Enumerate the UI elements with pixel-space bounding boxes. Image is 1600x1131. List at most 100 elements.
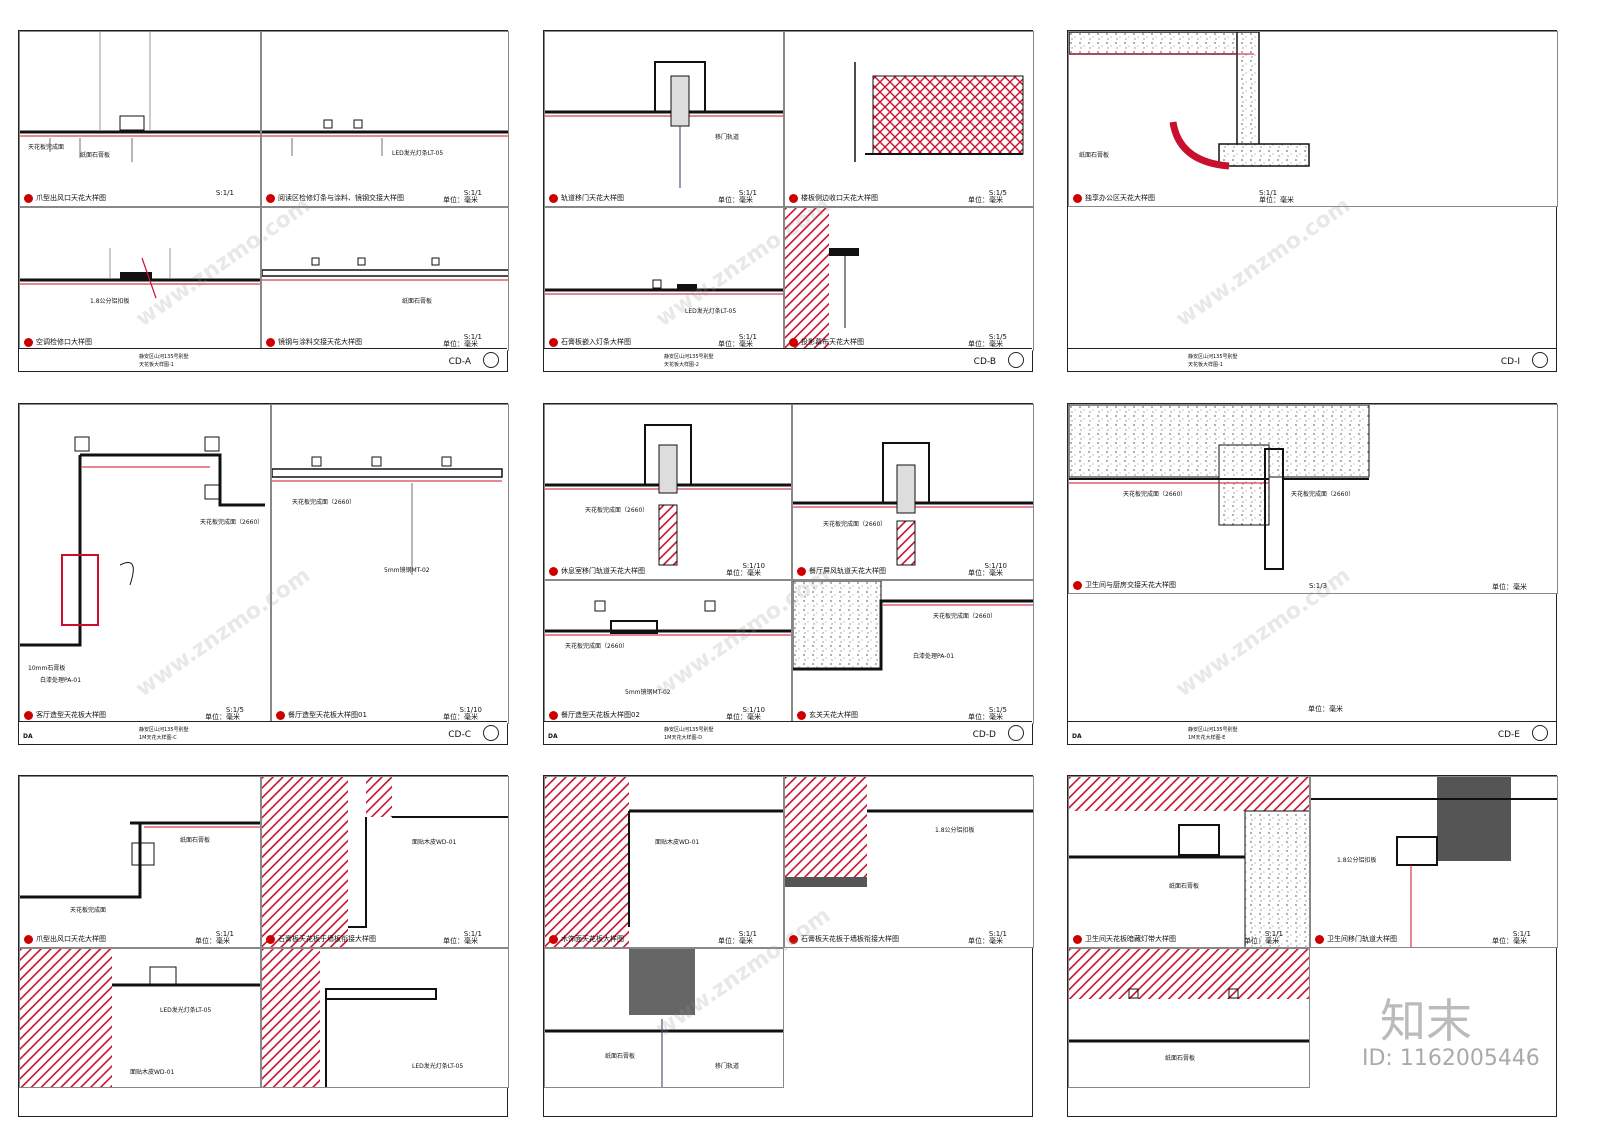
company-logo-icon: DA [548,733,558,740]
label-led: LED发光灯条LT-05 [685,308,737,315]
drawing-name: 1M天花大样图-E [1188,735,1226,741]
north-circle-icon [1008,352,1024,368]
label-finish2660: 天花板完成面（2660） [933,613,997,620]
panel-scale: S:1/1 [215,930,234,938]
panel-title: 木饰面天花板大样图 [549,934,624,944]
panel-scale: S:1/3 [1309,582,1328,590]
detail-panel: 天花板完成面（2660） 休息室移门轨道天花大样图 S:1/10 单位：毫米 [544,404,792,580]
label-finish2660: 天花板完成面（2660） [292,499,356,506]
drawing-sheet-cd-d: 天花板完成面（2660） 休息室移门轨道天花大样图 S:1/10 单位：毫米 天… [543,403,1034,745]
detail-panel: 天花板完成面（2660） 餐厅屏风轨道天花大样图 S:1/10 单位：毫米 [792,404,1034,580]
label-paint: 白漆处理PA-01 [913,653,955,660]
panel-title: 卫生间与厨房交接天花大样图 [1073,580,1176,590]
detail-number-icon [789,193,798,203]
panel-scale: S:1/5 [988,706,1007,714]
project-name: 静安区山河135号别墅 [664,354,714,360]
drawing-sheet-cd-a: 天花板完成面 纸面石膏板 爪型出风口天花大样图 S:1/1 LED发光灯条LT-… [18,30,509,372]
label-finish2660: 天花板完成面（2660） [1291,491,1355,498]
detail-panel: 天花板完成面（2660） 10mm石膏板 白漆处理PA-01 客厅造型天花板大样… [19,404,271,724]
brand-logo: 知末 [1380,994,1472,1048]
panel-unit: 单位：毫米 [968,340,1003,348]
panel-unit: 单位：毫米 [726,569,761,577]
detail-number-icon [797,566,806,576]
panel-title: 石膏板嵌入灯条大样图 [549,337,631,347]
project-name: 静安区山河135号别墅 [139,354,189,360]
panel-scale: S:1/1 [738,930,757,938]
detail-panel: 纸面石膏板 天花板完成面 爪型出风口天花大样图 S:1/1 单位：毫米 [19,776,261,948]
project-name: 静安区山河135号别墅 [1188,354,1238,360]
panel-scale: S:1/1 [1259,189,1278,197]
drawing-sheet-cd-i: 纸面石膏板 独享办公区天花大样图 S:1/1 单位：毫米 静安区山河135号别墅… [1067,30,1558,372]
title-block: 静安区山河135号别墅 天花板大样图-1 CD-A [19,348,507,371]
detail-panel: 天花板完成面（2660） 5mm镜钢MT-02 餐厅造型天花板大样图01 S:1… [271,404,509,724]
label-led: LED发光灯条LT-05 [392,150,444,157]
panel-title: 阅读区检修灯条与涂料、镜钢交接大样图 [266,193,404,203]
panel-title: 镜钢与涂料交接天花大样图 [266,337,362,347]
detail-panel: 纸面石膏板 镜钢与涂料交接天花大样图 S:1/1 单位：毫米 [261,207,509,351]
detail-panel: 面贴木皮WD-01 木饰面天花板大样图 S:1/1 单位：毫米 [544,776,784,948]
detail-panel: 1.8公分铝扣板 卫生间移门轨道大样图 S:1/1 单位：毫米 [1310,776,1558,948]
detail-number-icon [797,710,806,720]
label-gypsum: 纸面石膏板 [402,298,433,305]
label-finish2660: 天花板完成面（2660） [200,519,264,526]
label-gypsum: 纸面石膏板 [1169,883,1200,890]
panel-title: 餐厅造型天花板大样图02 [549,710,640,720]
detail-number-icon [24,337,33,347]
detail-number-icon [1073,193,1082,203]
panel-unit: 单位：毫米 [968,937,1003,945]
detail-panel: 1.8公分铝扣板 空调检修口大样图 [19,207,261,351]
company-logo-icon: DA [23,733,33,740]
detail-number-icon [549,710,558,720]
panel-unit: 单位：毫米 [205,713,240,721]
label-track: 移门轨道 [715,134,740,141]
north-circle-icon [1532,725,1548,741]
detail-panel: LED发光灯条LT-05 [261,948,509,1088]
label-finish2660: 天花板完成面（2660） [823,521,887,528]
detail-number-icon [24,193,33,203]
detail-panel: 天花板完成面 纸面石膏板 爪型出风口天花大样图 S:1/1 [19,31,261,207]
detail-number-icon [266,337,275,347]
panel-scale: S:1/1 [463,189,482,197]
detail-number-icon [1315,934,1324,944]
label-veneer: 面贴木皮WD-01 [655,839,700,846]
title-block: 静安区山河135号别墅 天花板大样图-2 CD-B [544,348,1032,371]
panel-unit: 单位：毫米 [443,713,478,721]
detail-panel: LED发光灯条LT-05 面贴木皮WD-01 [19,948,261,1088]
detail-number-icon [789,337,798,347]
label-board: 10mm石膏板 [28,665,66,672]
detail-number-icon [549,566,558,576]
detail-panel: 面贴木皮WD-01 石膏板天花板于墙板衔接大样图 S:1/1 单位：毫米 [261,776,509,948]
detail-panel: 纸面石膏板 卫生间天花板暗藏灯带大样图 S:1/1 单位：毫米 [1068,776,1310,948]
panel-title: 投影幕布天花大样图 [789,337,864,347]
panel-scale: S:1/1 [463,930,482,938]
panel-unit: 单位：毫米 [1492,583,1527,591]
label-gypsum: 纸面石膏板 [1079,152,1110,159]
panel-scale: S:1/5 [988,189,1007,197]
panel-unit: 单位：毫米 [718,937,753,945]
panel-scale: S:1/10 [459,706,482,714]
drawing-name: 天花板大样图-1 [139,362,174,368]
sheet-code: CD-D [972,730,996,740]
panel-unit: 单位：毫米 [1244,937,1279,945]
sheet-code: CD-B [973,357,996,367]
panel-scale: S:1/10 [984,562,1007,570]
title-block: DA 静安区山河135号别墅 1M天花大样图-D CD-D [544,721,1032,744]
detail-panel: 纸面石膏板 移门轨道 [544,948,784,1088]
panel-scale: S:1/10 [742,562,765,570]
detail-number-icon [789,934,798,944]
detail-panel: 天花板完成面（2660） 天花板完成面（2660） 卫生间与厨房交接天花大样图 … [1068,404,1558,594]
detail-number-icon [549,193,558,203]
sheet-code: CD-E [1497,730,1520,740]
title-block: DA 静安区山河135号别墅 1M天花大样图-E CD-E [1068,721,1556,744]
panel-title: 卫生间移门轨道大样图 [1315,934,1397,944]
panel-title: 餐厅造型天花板大样图01 [276,710,367,720]
label-led: LED发光灯条LT-05 [412,1063,464,1070]
detail-panel: 纸面石膏板 独享办公区天花大样图 S:1/1 单位：毫米 [1068,31,1558,207]
drawing-sheet-7: 纸面石膏板 天花板完成面 爪型出风口天花大样图 S:1/1 单位：毫米 面贴木皮… [18,775,509,1117]
label-led: LED发光灯条LT-05 [160,1007,212,1014]
detail-panel: LED发光灯条LT-05 阅读区检修灯条与涂料、镜钢交接大样图 S:1/1 单位… [261,31,509,207]
company-logo-icon: DA [1072,733,1082,740]
detail-panel: 天花板完成面（2660） 白漆处理PA-01 玄关天花大样图 S:1/5 单位：… [792,580,1034,724]
label-finish: 天花板完成面 [70,907,107,914]
panel-scale: S:1/1 [738,333,757,341]
